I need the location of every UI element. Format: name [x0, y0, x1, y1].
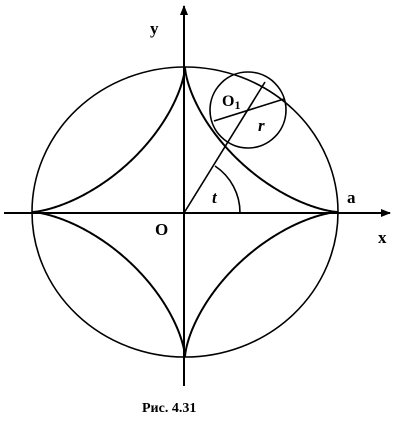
- rolling-circle-radius: [213, 98, 285, 122]
- radius-label: r: [258, 116, 265, 135]
- astroid-curve: [32, 67, 338, 357]
- x-axis-label: x: [378, 228, 387, 247]
- angle-arc: [214, 165, 241, 214]
- origin-label: O: [155, 220, 168, 239]
- center-o1-subscript: 1: [234, 98, 240, 112]
- angle-t-label: t: [212, 188, 218, 207]
- point-a-label: a: [347, 188, 356, 207]
- y-axis-label: y: [150, 19, 159, 38]
- figure-caption: Рис. 4.31: [142, 401, 196, 416]
- center-o1-label: O1: [222, 93, 240, 112]
- center-o1-main: O: [222, 93, 234, 110]
- rolling-radius-line: [183, 81, 266, 214]
- rolling-circle: [209, 71, 287, 149]
